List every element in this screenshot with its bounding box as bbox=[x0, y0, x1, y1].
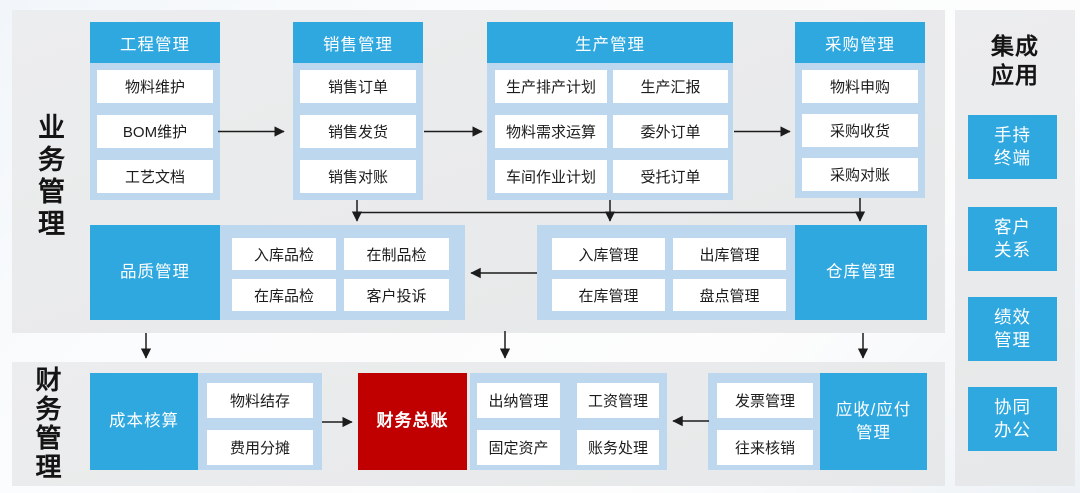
node-purchase-reconciliation: 采购对账 bbox=[802, 158, 918, 191]
node-outbound-management: 出库管理 bbox=[673, 238, 786, 270]
node-purchase-receipt: 采购收货 bbox=[802, 114, 918, 147]
node-expense-allocation: 费用分摊 bbox=[207, 430, 313, 465]
node-entrusted-order: 受托订单 bbox=[613, 160, 728, 193]
business-section-label: 业务管理 bbox=[34, 113, 64, 241]
block-warehouse-management: 仓库管理 bbox=[795, 225, 927, 320]
group-sales-title: 销售管理 bbox=[293, 22, 423, 63]
sidebar-item-performance-management: 绩效 管理 bbox=[968, 297, 1057, 361]
node-outsourcing-order: 委外订单 bbox=[613, 115, 728, 148]
node-cashier-management: 出纳管理 bbox=[477, 383, 560, 418]
sidebar-item-handheld-terminal: 手持 终端 bbox=[968, 115, 1057, 179]
group-purchase-title: 采购管理 bbox=[795, 22, 925, 63]
group-engineering-title: 工程管理 bbox=[90, 22, 220, 63]
group-production-title: 生产管理 bbox=[487, 22, 733, 63]
node-sales-delivery: 销售发货 bbox=[300, 115, 416, 148]
node-inbound-management: 入库管理 bbox=[552, 238, 665, 270]
node-in-stock-inspection: 在库品检 bbox=[232, 279, 336, 311]
node-mrp-calculation: 物料需求运算 bbox=[495, 115, 607, 148]
block-cost-accounting: 成本核算 bbox=[90, 373, 198, 470]
node-in-stock-management: 在库管理 bbox=[552, 279, 665, 311]
node-payroll-management: 工资管理 bbox=[577, 383, 659, 418]
block-receivable-payable-management: 应收/应付 管理 bbox=[820, 373, 927, 470]
node-customer-complaint: 客户投诉 bbox=[344, 279, 449, 311]
sidebar-item-collaborative-office: 协同 办公 bbox=[968, 387, 1057, 451]
block-general-ledger: 财务总账 bbox=[358, 373, 467, 470]
node-fixed-assets: 固定资产 bbox=[477, 430, 560, 465]
integration-panel-title: 集成 应用 bbox=[991, 33, 1039, 88]
node-production-scheduling-plan: 生产排产计划 bbox=[495, 70, 607, 103]
block-quality-management: 品质管理 bbox=[90, 225, 220, 320]
node-material-requisition: 物料申购 bbox=[802, 70, 918, 103]
node-process-documents: 工艺文档 bbox=[97, 160, 213, 193]
node-sales-reconciliation: 销售对账 bbox=[300, 160, 416, 193]
finance-section-label: 财务管理 bbox=[32, 366, 62, 482]
node-sales-order: 销售订单 bbox=[300, 70, 416, 103]
node-material-maintenance: 物料维护 bbox=[97, 70, 213, 103]
node-bom-maintenance: BOM维护 bbox=[97, 115, 213, 148]
node-in-process-inspection: 在制品检 bbox=[344, 238, 449, 270]
node-incoming-inspection: 入库品检 bbox=[232, 238, 336, 270]
node-accounting-processing: 账务处理 bbox=[577, 430, 659, 465]
node-invoice-management: 发票管理 bbox=[717, 383, 813, 418]
node-transaction-write-off: 往来核销 bbox=[717, 430, 813, 465]
sidebar-item-customer-relations: 客户 关系 bbox=[968, 207, 1057, 271]
node-material-balance: 物料结存 bbox=[207, 383, 313, 418]
node-stocktaking-management: 盘点管理 bbox=[673, 279, 786, 311]
node-workshop-operation-plan: 车间作业计划 bbox=[495, 160, 607, 193]
node-production-report: 生产汇报 bbox=[613, 70, 728, 103]
